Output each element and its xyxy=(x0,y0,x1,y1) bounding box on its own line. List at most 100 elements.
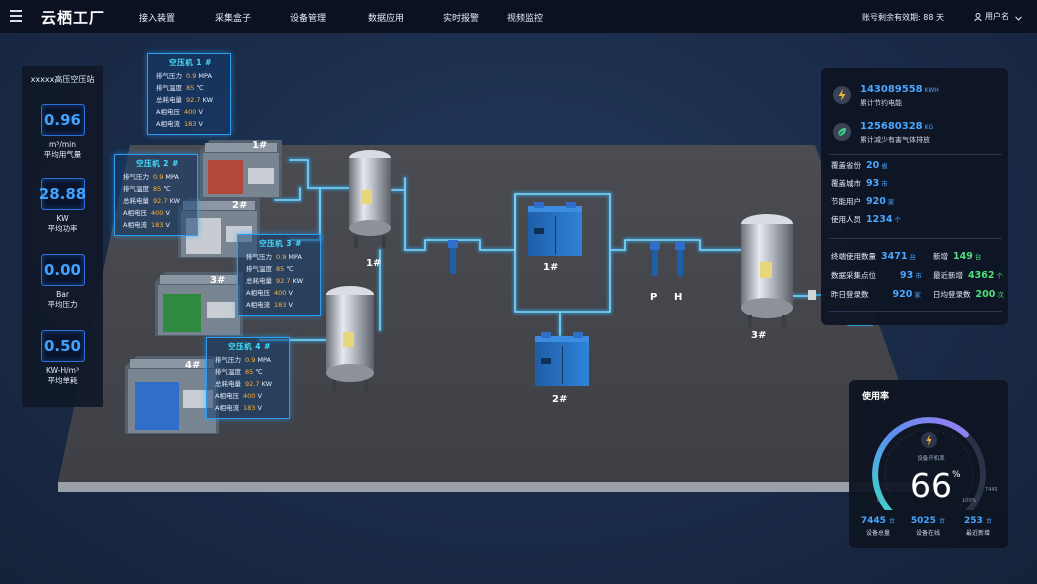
kv-key: 终端使用数量 xyxy=(831,252,876,261)
row-unit: V xyxy=(165,209,170,217)
kv-unit: 个 xyxy=(894,216,901,224)
kv-value: 3471 xyxy=(881,251,908,262)
row-value: 183 xyxy=(183,120,197,128)
row-key: A相电流 xyxy=(215,404,239,412)
stat-label: 设备总量 xyxy=(865,530,890,537)
row-unit: MPA xyxy=(198,72,212,80)
kv-value: 4362 xyxy=(968,270,995,281)
row-value: 92.7 xyxy=(276,277,291,285)
popup-row: 排气压力 0.9 MPA xyxy=(156,70,225,82)
popup-row: 排气温度 85 ℃ xyxy=(215,366,284,378)
stat-label: 设备在线 xyxy=(915,530,940,537)
station-panel: xxxxx高压空压站 0.96 m³/min 平均用气量 28.88 KW 平均… xyxy=(22,66,103,407)
row-key: 排气温度 xyxy=(156,84,182,92)
kv-value: 920 xyxy=(892,289,913,300)
filter-h xyxy=(675,242,685,276)
gas-label: 累计减少有害气体排放 xyxy=(860,136,930,144)
stat-number: 253 xyxy=(964,516,983,526)
filter-1 xyxy=(448,240,458,274)
nav-item-data[interactable]: 数据应用 xyxy=(368,14,405,24)
lightning-icon xyxy=(833,86,851,104)
user-menu[interactable]: 用户名 xyxy=(974,11,1025,22)
user-icon xyxy=(974,13,982,22)
row-unit: KW xyxy=(169,197,181,205)
machine-tag-1: 1# xyxy=(252,140,268,151)
dryer-label-2: 2# xyxy=(552,394,568,405)
row-key: 总耗电量 xyxy=(123,197,149,205)
row-value: 0.9 xyxy=(245,356,256,364)
row-key: A相电压 xyxy=(156,108,180,116)
metric-unit: KW xyxy=(56,214,69,223)
machine-tag-2: 2# xyxy=(232,200,248,211)
leaf-icon xyxy=(833,123,851,141)
kv-key: 节能用户 xyxy=(831,197,861,206)
device-total: 7445 台 设备总量 xyxy=(853,516,903,537)
stat-number: 5025 xyxy=(910,516,936,526)
row-key: A相电压 xyxy=(246,289,270,297)
row-value: 85 xyxy=(245,368,254,376)
row-key: A相电流 xyxy=(246,301,270,309)
row-key: 排气压力 xyxy=(246,253,272,261)
metric-unit: KW-H/m³ xyxy=(46,366,79,375)
air-tank-2 xyxy=(326,286,374,392)
energy-number: 143089558 xyxy=(860,84,923,95)
nav-item-devices[interactable]: 设备管理 xyxy=(290,14,327,24)
row-value: 92.7 xyxy=(245,380,260,388)
dryer-1 xyxy=(528,202,582,256)
kv-key: 使用人员 xyxy=(831,215,861,224)
row-value: 85 xyxy=(276,265,285,273)
row-key: 排气温度 xyxy=(215,368,241,376)
filter-label-p: P xyxy=(650,292,658,303)
row-key: A相电压 xyxy=(215,392,239,400)
metric-unit: m³/min xyxy=(49,140,76,149)
kv-unit: 台 xyxy=(909,253,916,261)
row-value: 0.9 xyxy=(186,72,197,80)
nav-item-video[interactable]: 视频监控 xyxy=(507,14,544,24)
nav-item-alarms[interactable]: 实时报警 xyxy=(443,14,480,24)
metric-consumption: 0.50 KW-H/m³ 平均单耗 xyxy=(22,330,103,386)
row-key: 排气压力 xyxy=(123,173,149,181)
filter-label-h: H xyxy=(674,292,683,303)
gauge-max-label: 7445 xyxy=(985,487,998,493)
kv-key: 覆盖城市 xyxy=(831,179,861,188)
row-key: A相电压 xyxy=(123,209,147,217)
chevron-down-icon xyxy=(1014,16,1022,21)
popup-title: 空压机 1 # xyxy=(169,58,212,67)
row-unit: ℃ xyxy=(286,265,294,273)
kv-value: 93 xyxy=(866,178,880,189)
tank-label-3: 3# xyxy=(751,330,767,341)
nav-item-access[interactable]: 接入装置 xyxy=(139,14,176,24)
row-unit: KW xyxy=(202,96,214,104)
row-unit: ℃ xyxy=(255,368,263,376)
kv-key: 数据采集点位 xyxy=(831,271,876,280)
kv-unit: 家 xyxy=(887,198,895,206)
menu-icon[interactable] xyxy=(10,10,22,22)
row-key: 排气压力 xyxy=(156,72,182,80)
row-unit: ℃ xyxy=(163,185,171,193)
gauge-fill xyxy=(872,417,969,510)
nav-item-collector[interactable]: 采集盒子 xyxy=(215,14,252,24)
stat-label: 最近新增 xyxy=(965,530,990,537)
user-name: 用户名 xyxy=(985,12,1009,21)
